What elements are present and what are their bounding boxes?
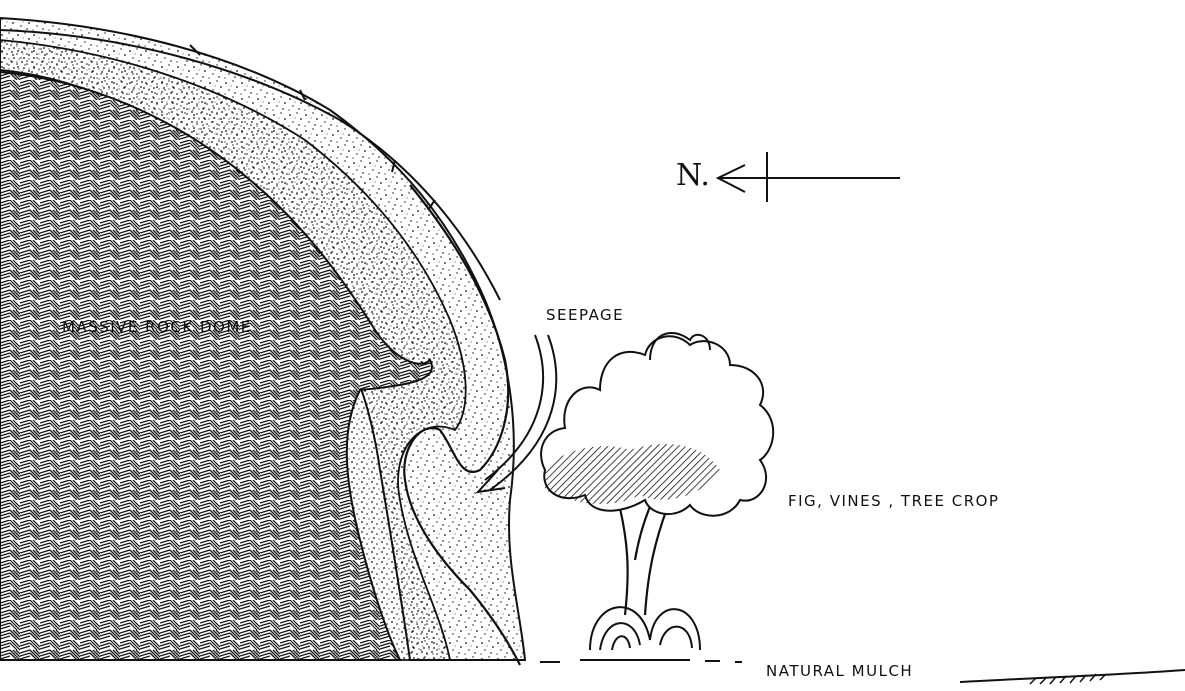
north-label: N. (676, 158, 710, 193)
seepage-label: SEEPAGE (546, 306, 624, 324)
natural-mulch-label: NATURAL MULCH (766, 662, 913, 680)
north-arrow (718, 152, 900, 202)
rock-dome (0, 18, 525, 665)
tree-crop-label: FIG, VINES , TREE CROP (788, 492, 999, 510)
fig-tree (541, 333, 773, 650)
rock-dome-label: MASSIVE ROCK DOME (62, 318, 252, 336)
